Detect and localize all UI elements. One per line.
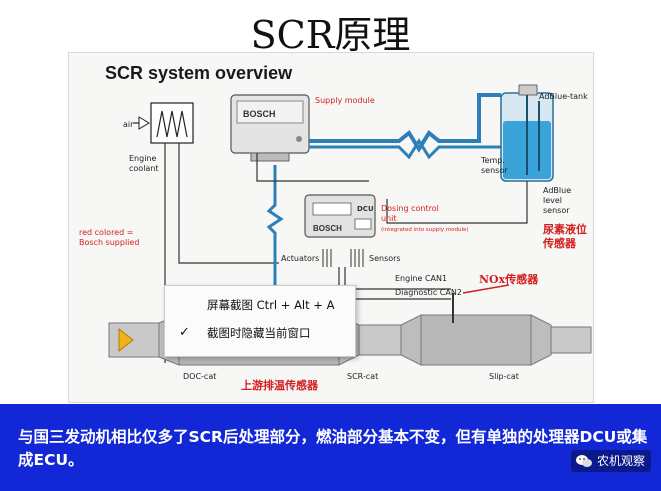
adblue-pipe [309,93,501,153]
adblue-level-label-1: AdBlue [543,186,571,195]
doc-cat-label: DOC-cat [183,372,216,381]
upstream-sensor-label: 上游排温传感器 [241,378,319,392]
sensor-connector [350,249,364,267]
menu-item-screenshot[interactable]: 屏幕截图 Ctrl + Alt + A [165,292,355,318]
air-label: air [123,120,134,129]
temp-sensor-label-1: Temp. [480,156,505,165]
supply-module-brand: BOSCH [243,109,276,119]
menu-item-screenshot-label: 屏幕截图 Ctrl + Alt + A [207,298,335,312]
engine-coolant-label-2: coolant [129,164,159,173]
engine-coolant-label-1: Engine [129,154,156,163]
adblue-tank [500,84,554,182]
caption-text: 与国三发动机相比仅多了SCR后处理部分，燃油部分基本不变，但有单独的处理器DCU… [18,428,648,469]
nox-sensor-label: NOx传感器 [479,272,539,286]
slide-title: SCR原理 [250,13,411,57]
exhaust-flow-arrow [118,327,134,353]
wechat-icon [575,455,592,467]
menu-item-hide-window-label: 截图时隐藏当前窗口 [207,326,311,340]
temp-sensor-label-2: sensor [481,166,508,175]
engine-can-label: Engine CAN1 [395,274,447,283]
context-menu: 屏幕截图 Ctrl + Alt + A ✓ 截图时隐藏当前窗口 [164,285,356,357]
dcu-brand: BOSCH [313,224,342,233]
supply-control-wire [256,153,369,182]
legend-label-2: Bosch supplied [79,238,139,247]
menu-item-hide-window[interactable]: ✓ 截图时隐藏当前窗口 [165,320,355,346]
adblue-level-label-2: level [543,196,562,205]
caption-bar: 与国三发动机相比仅多了SCR后处理部分，燃油部分基本不变，但有单独的处理器DCU… [0,404,661,491]
coolant-line-right [178,143,279,264]
watermark-text: 农机观察 [596,454,645,468]
level-sensor-cn-1: 尿素液位 [543,222,587,236]
dosing-pipe [266,165,284,285]
check-icon: ✓ [179,325,190,340]
dcu-label-3: (integrated into supply module) [381,227,469,233]
diagram-heading: SCR system overview [105,63,293,83]
diagnostic-can-label: Diagnostic CAN2 [395,288,462,297]
dcu-label-2: unit [381,214,397,223]
supply-module [230,94,310,162]
slip-cat-label: Slip-cat [489,372,519,381]
dcu-label-1: Dosing control [381,204,439,213]
nox-pointer [462,284,510,294]
adblue-tank-label: AdBlue-tank [539,92,588,101]
watermark: 农机观察 [570,450,651,472]
sensors-label: Sensors [369,254,401,263]
actuator-connector [322,249,332,267]
legend-label-1: red colored = [79,228,133,237]
heat-exchanger [133,102,194,144]
dcu-badge: DCU [357,205,374,213]
scr-cat-label: SCR-cat [347,372,378,381]
dosing-control-unit [304,194,376,238]
adblue-level-label-3: sensor [543,206,570,215]
actuators-label: Actuators [281,254,319,263]
tank-sensor-wire [386,181,528,224]
level-sensor-cn-2: 传感器 [542,236,577,250]
supply-module-label: Supply module [315,96,375,105]
